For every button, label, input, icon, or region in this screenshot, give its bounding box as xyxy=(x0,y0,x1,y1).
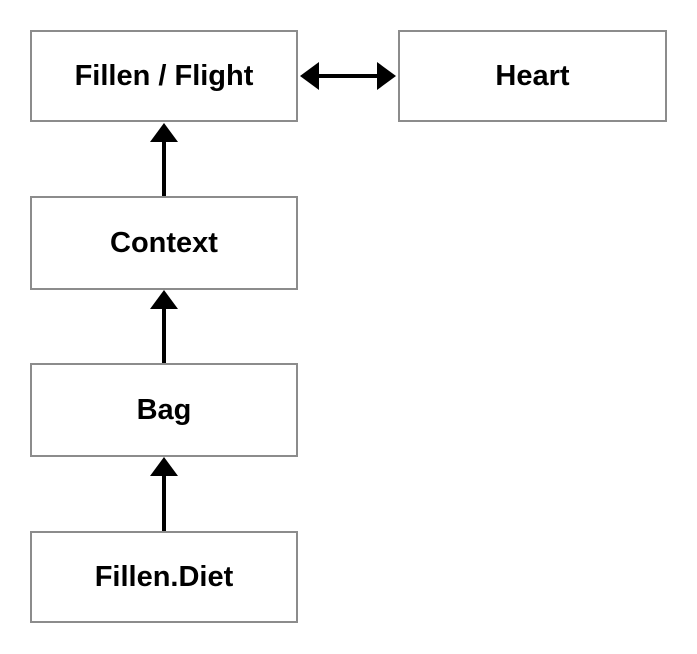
node-fillen-diet-label: Fillen.Diet xyxy=(94,560,234,593)
node-fillen-flight: Fillen / Flight xyxy=(30,30,298,122)
node-bag-label: Bag xyxy=(136,393,192,426)
arrowhead-left-icon xyxy=(300,62,319,90)
node-heart: Heart xyxy=(398,30,667,122)
arrowhead-up-icon xyxy=(150,457,178,476)
node-context-label: Context xyxy=(110,226,218,259)
edge-bag-context xyxy=(150,290,178,363)
node-fillen-diet: Fillen.Diet xyxy=(30,531,298,623)
node-fillen-flight-label: Fillen / Flight xyxy=(74,59,254,92)
arrowhead-up-icon xyxy=(150,290,178,309)
node-heart-label: Heart xyxy=(495,59,570,92)
edge-fillen-diet-bag xyxy=(150,457,178,531)
node-context: Context xyxy=(30,196,298,290)
arrowhead-up-icon xyxy=(150,123,178,142)
edge-fillen-flight-heart xyxy=(300,62,396,90)
node-bag: Bag xyxy=(30,363,298,457)
arrowhead-right-icon xyxy=(377,62,396,90)
edge-context-fillen-flight xyxy=(150,123,178,196)
